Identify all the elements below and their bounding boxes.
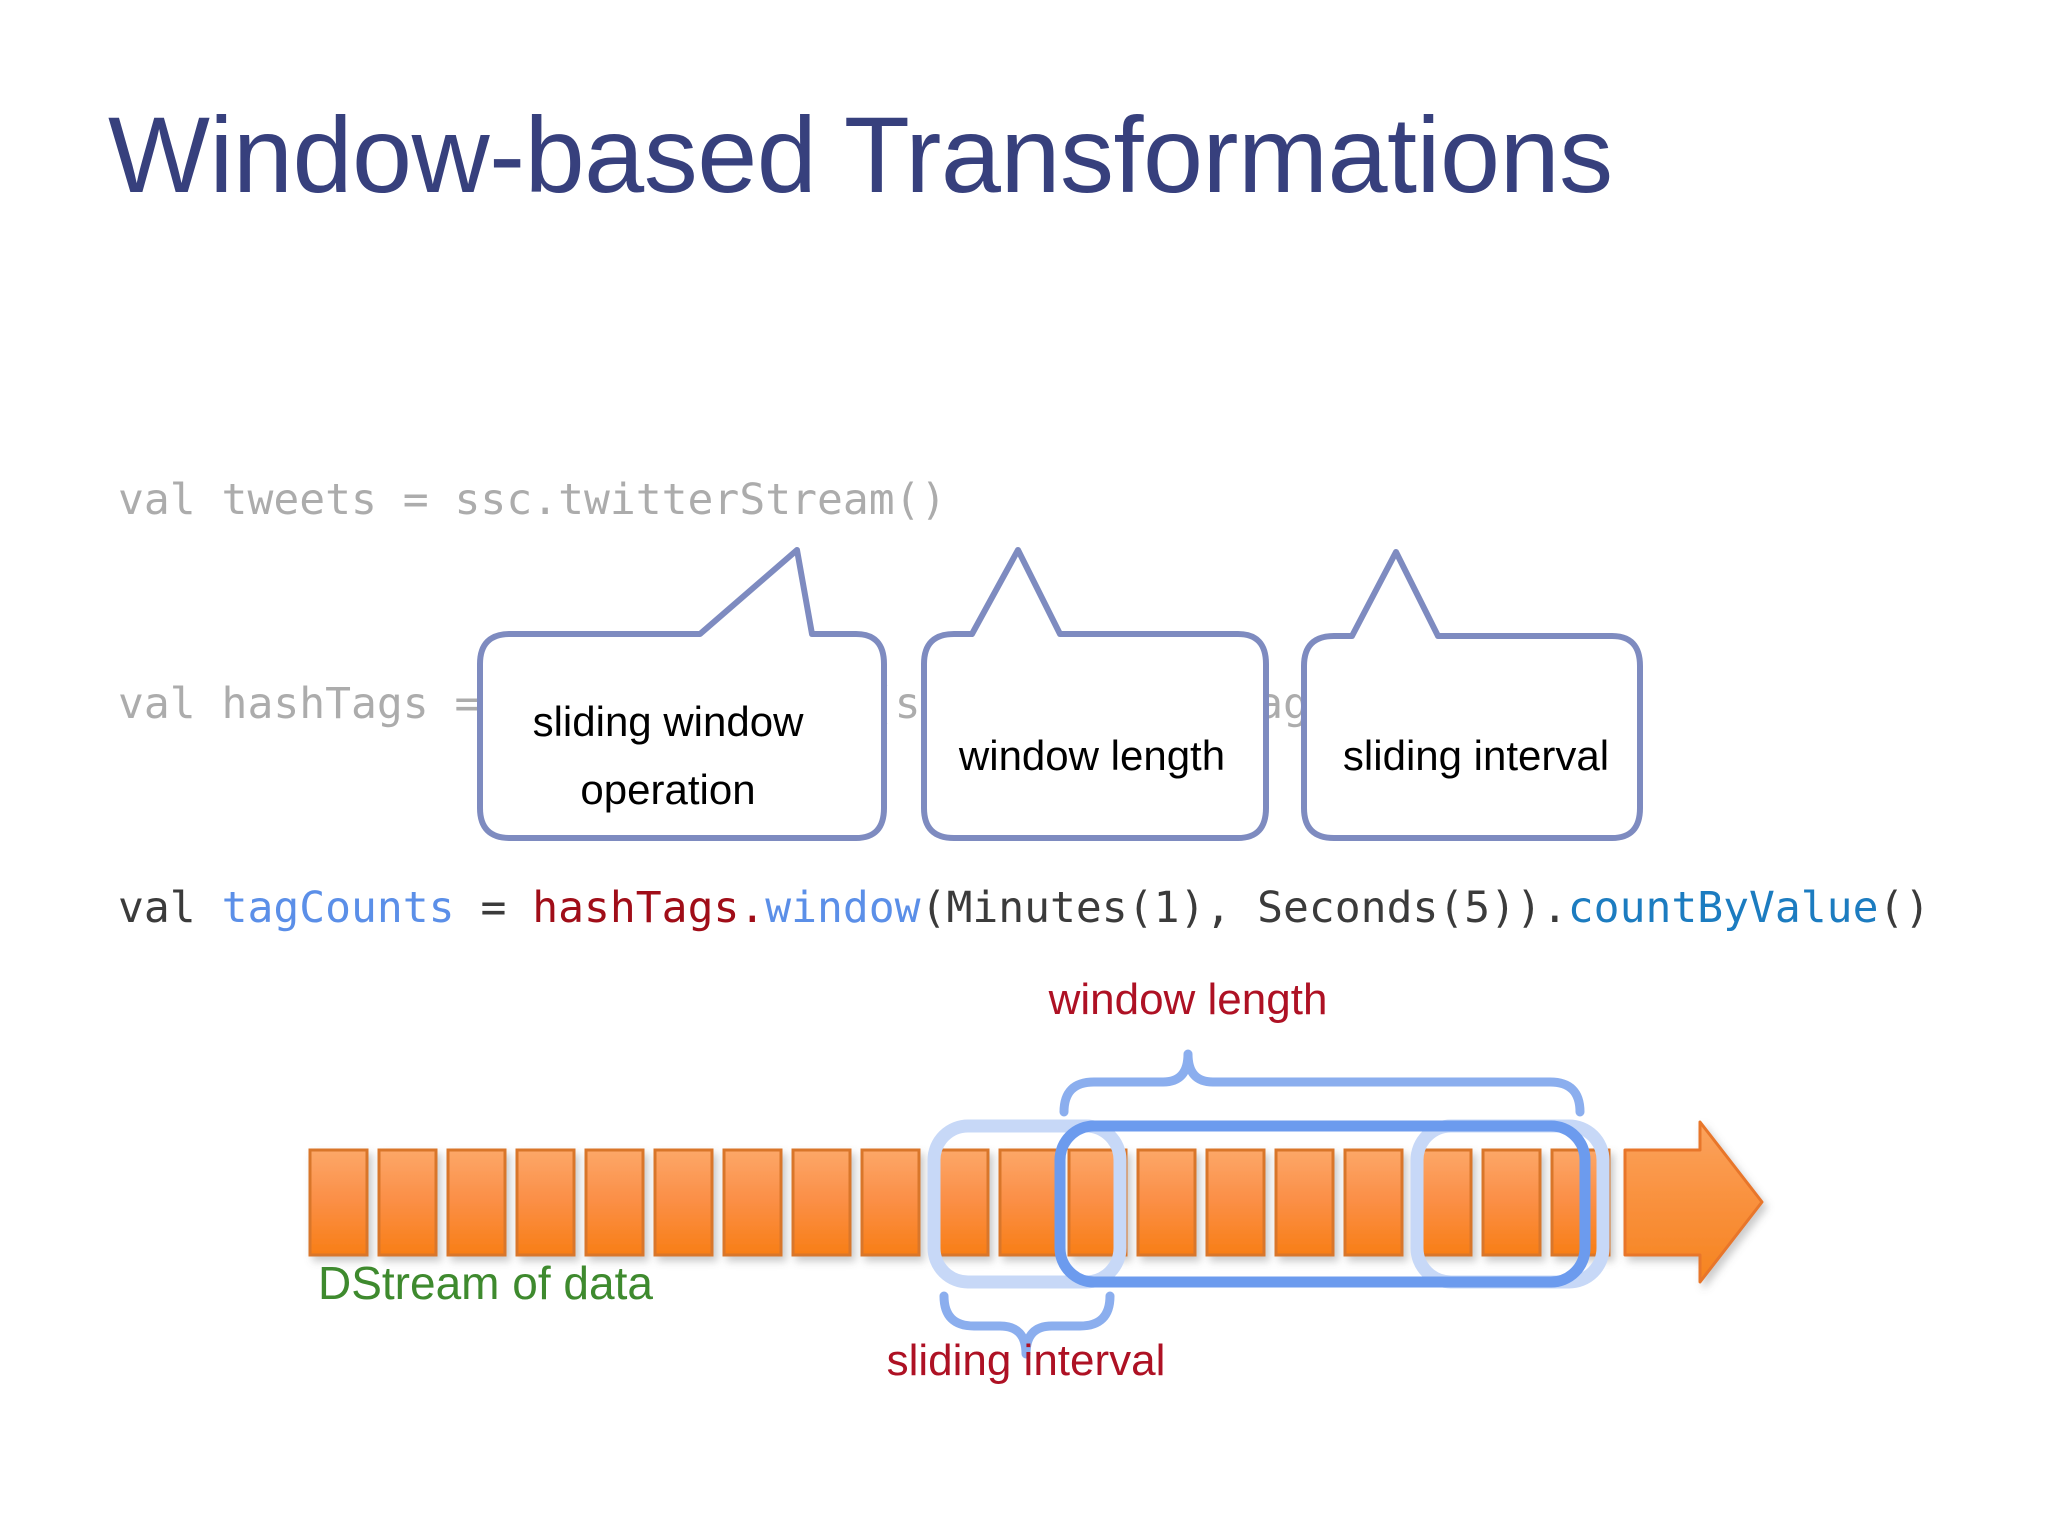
dstream-block <box>1136 1148 1197 1257</box>
next-interval-highlight <box>1410 1119 1610 1289</box>
code-token-val: val <box>118 883 222 933</box>
code-token-countbyvalue: countByValue <box>1567 883 1879 933</box>
dstream-block <box>1481 1148 1542 1257</box>
dstream-block <box>1550 1148 1611 1257</box>
callout-shape-window-length <box>921 547 1269 841</box>
dstream-block <box>1067 1148 1128 1257</box>
dstream-block <box>377 1148 438 1257</box>
dstream-of-data-label: DStream of data <box>318 1257 653 1309</box>
callout-shape-sliding-interval <box>1301 549 1643 841</box>
callout-shape-sliding-window-operation <box>477 547 887 841</box>
code-token-dot-1: . <box>739 883 766 933</box>
sliding-interval-annotation: sliding interval <box>886 1336 1166 1385</box>
dstream-block <box>584 1148 645 1257</box>
dstream-block <box>722 1148 783 1257</box>
page-title: Window-based Transformations <box>108 94 1613 215</box>
dstream-block <box>515 1148 576 1257</box>
code-line-1: val tweets = ssc.twitterStream() <box>118 475 947 525</box>
dstream-block <box>1205 1148 1266 1257</box>
dstream-block <box>653 1148 714 1257</box>
dstream-block <box>446 1148 507 1257</box>
callout-sliding-window-operation[interactable]: sliding window operation <box>452 546 887 846</box>
dstream-block <box>1274 1148 1335 1257</box>
code-token-tagcounts: tagCounts <box>221 883 455 933</box>
window-length-highlight <box>1054 1120 1591 1288</box>
sliding-interval-highlight <box>927 1119 1127 1289</box>
code-token-countbyvalue-args: () <box>1878 883 1931 933</box>
code-token-window: window <box>765 883 921 933</box>
code-token-assign: = <box>454 883 533 933</box>
code-token-dot-2: . <box>1541 883 1568 933</box>
code-line-3: val tagCounts = hashTags.window(Minutes(… <box>118 874 1930 942</box>
window-length-annotation: window length <box>1048 975 1328 1024</box>
dstream-block <box>929 1148 990 1257</box>
code-token-hashtags: hashTags <box>532 883 740 933</box>
callout-sliding-interval[interactable]: sliding interval <box>1296 546 1656 846</box>
dstream-block <box>1343 1148 1404 1257</box>
dstream-block <box>998 1148 1059 1257</box>
dstream-block <box>860 1148 921 1257</box>
dstream-blocks <box>308 1148 1611 1257</box>
code-token-window-args: (Minutes(1), Seconds(5)) <box>920 883 1542 933</box>
dstream-block <box>791 1148 852 1257</box>
dstream-block <box>308 1148 369 1257</box>
callout-window-length[interactable]: window length <box>912 546 1272 846</box>
stream-direction-arrow <box>1623 1120 1764 1284</box>
dstream-block <box>1412 1148 1473 1257</box>
